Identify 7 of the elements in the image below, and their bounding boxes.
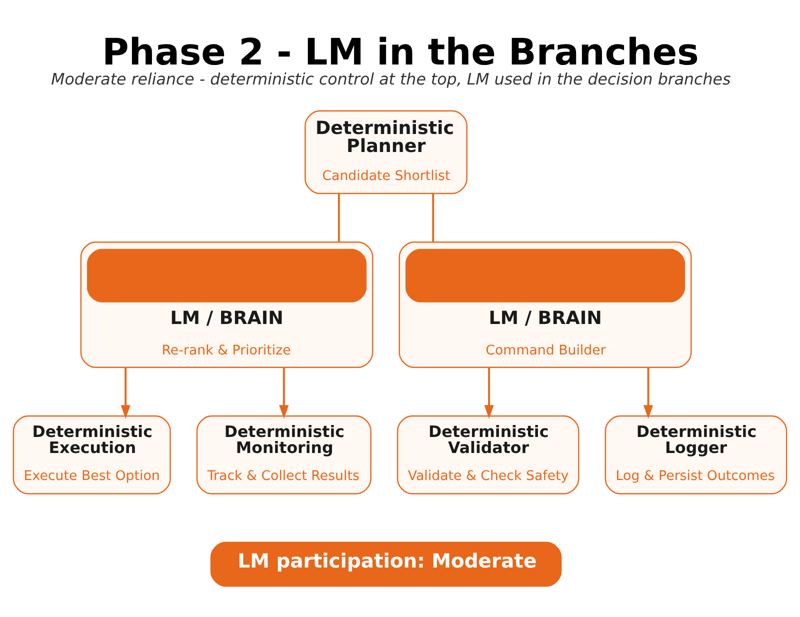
arrow	[279, 367, 289, 418]
arrow	[120, 367, 130, 418]
connector	[338, 193, 340, 242]
node-box: LM participation: Moderate	[210, 541, 562, 586]
connector	[432, 193, 434, 242]
arrow	[484, 367, 494, 418]
arrow	[644, 367, 654, 418]
